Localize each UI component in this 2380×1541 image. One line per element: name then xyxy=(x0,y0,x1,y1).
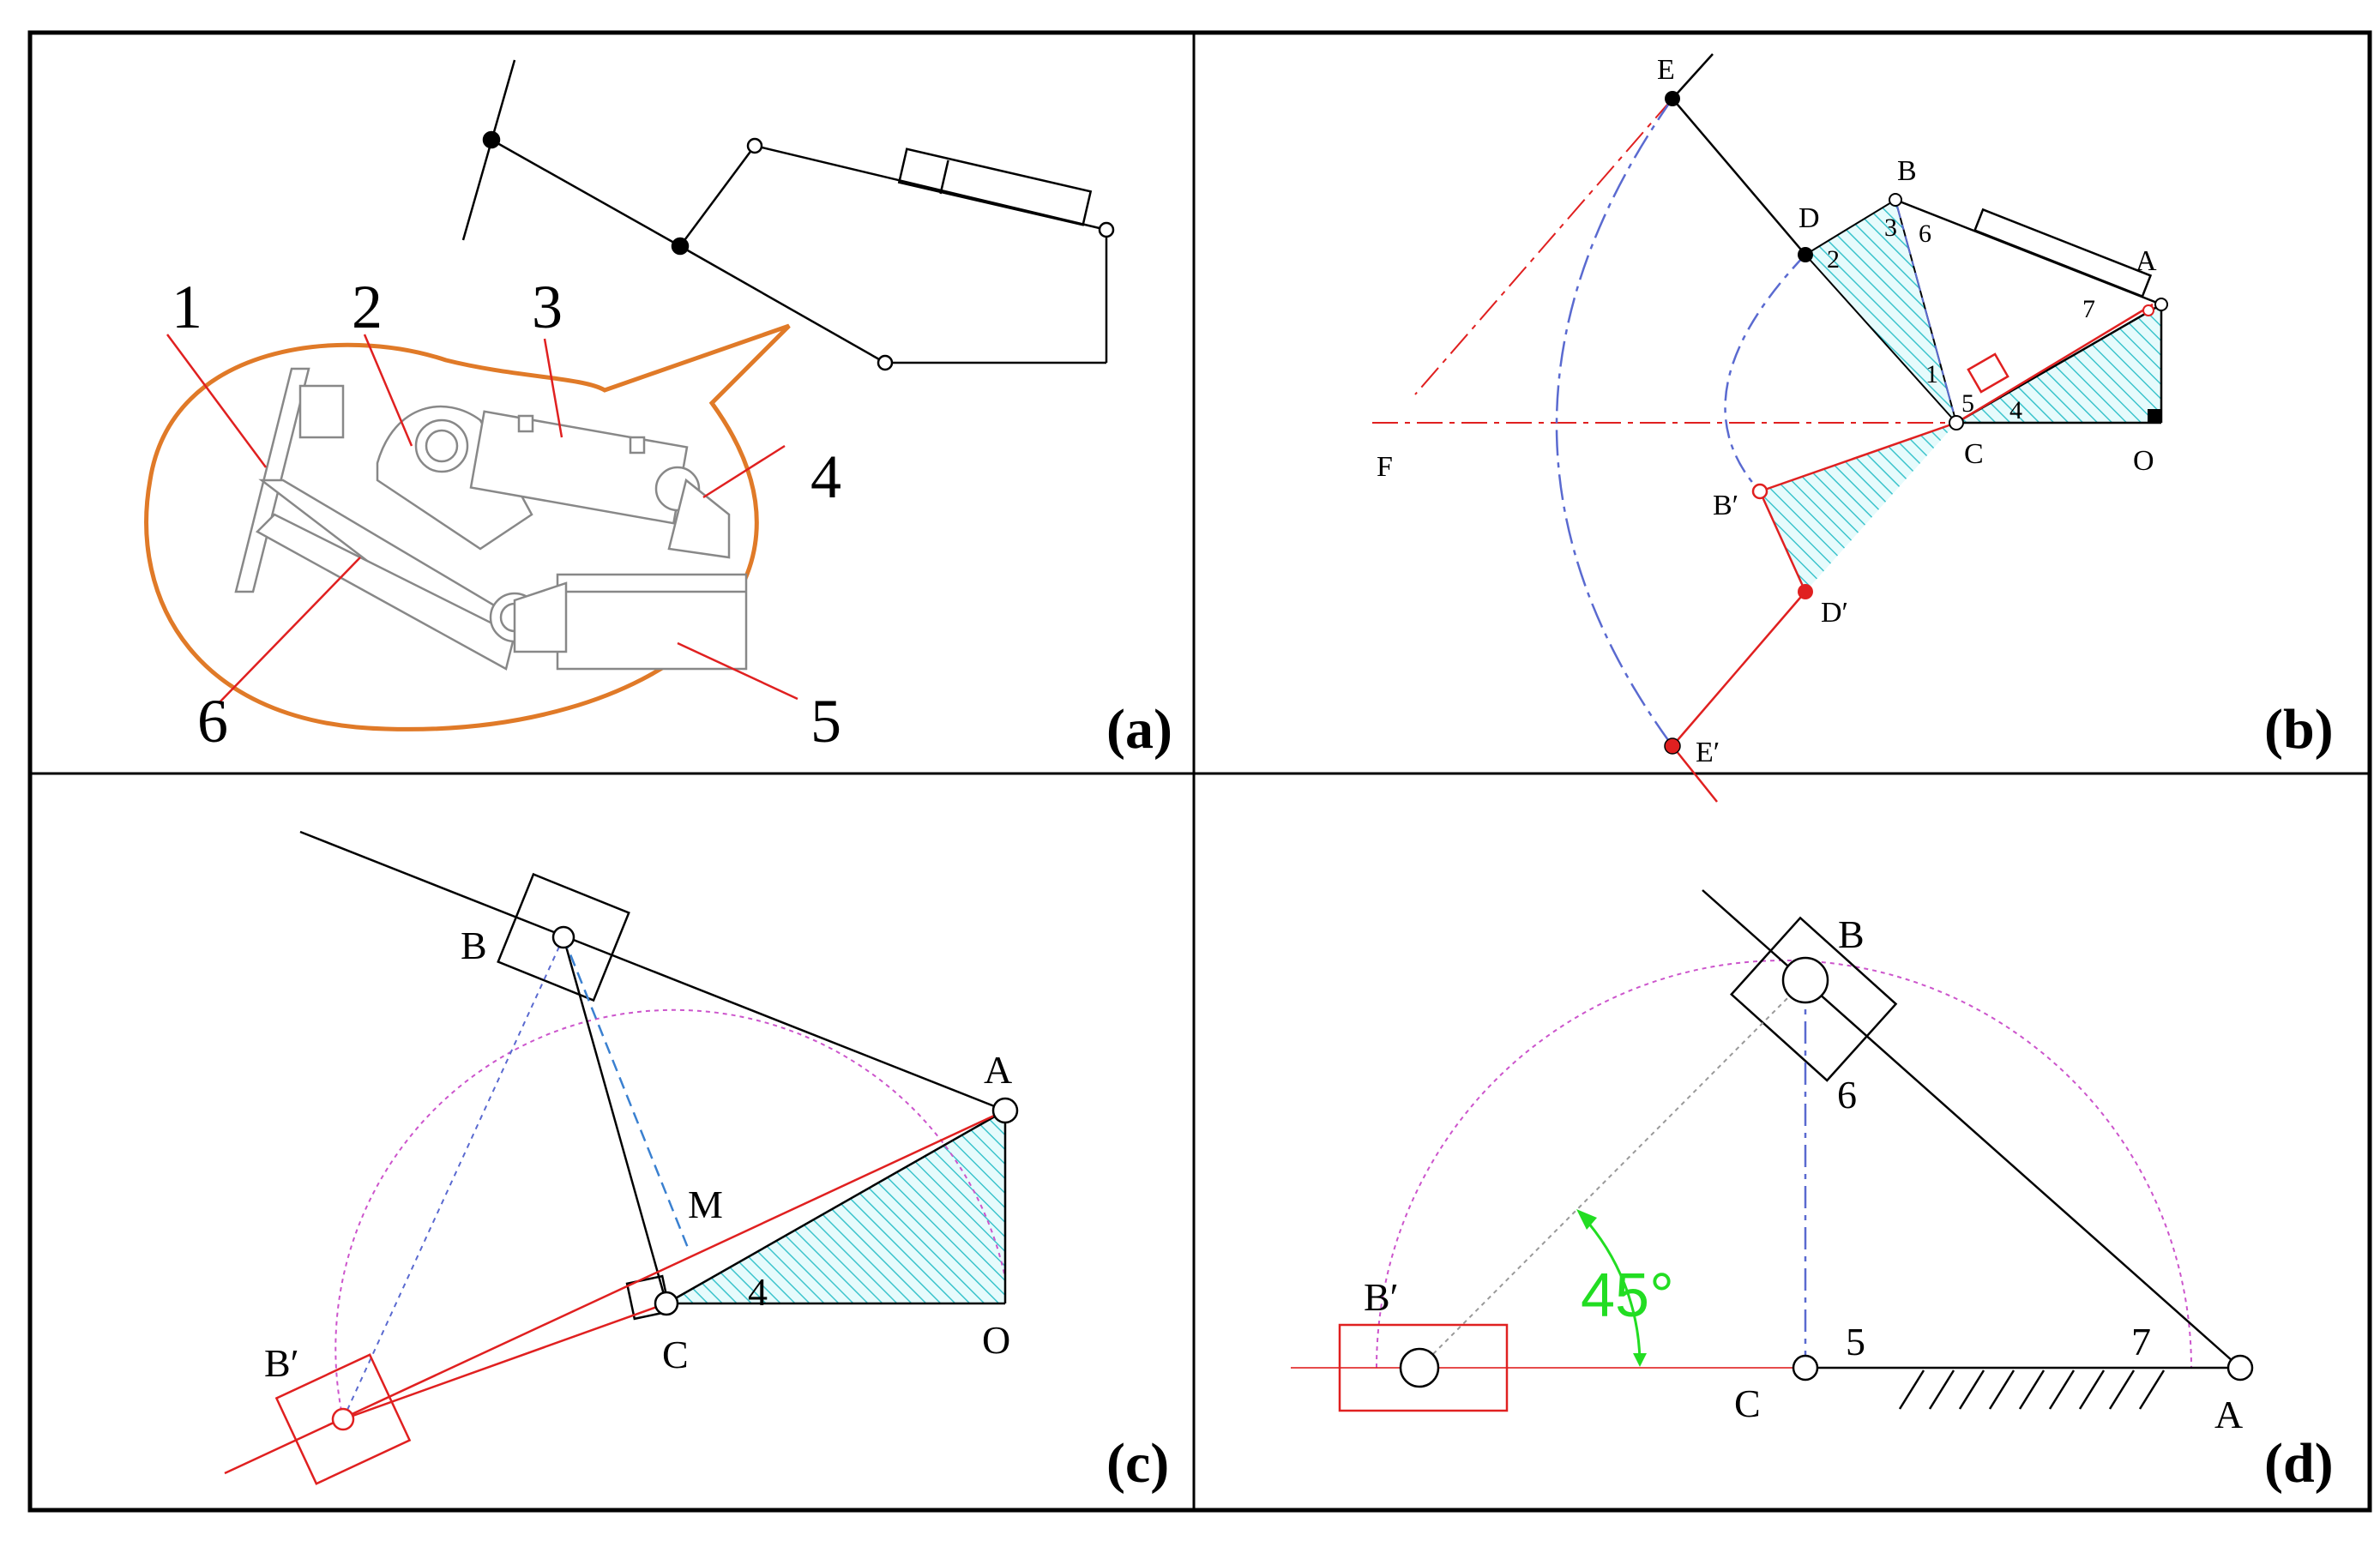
label-bp-d: B′ xyxy=(1364,1275,1399,1319)
joint-a xyxy=(2154,298,2168,311)
link-number-5-d: 5 xyxy=(1846,1320,1865,1363)
joint-a-d xyxy=(2226,1354,2254,1381)
link-number-3: 3 xyxy=(1884,214,1897,242)
label-o-c: O xyxy=(982,1318,1010,1362)
panel-tag-a: (a) xyxy=(1106,698,1172,761)
link-number-1: 1 xyxy=(1925,360,1938,388)
link-number-4-c: 4 xyxy=(748,1270,768,1314)
label-b: B xyxy=(1897,155,1917,187)
line-b-m xyxy=(562,936,690,1249)
link-number-2: 2 xyxy=(1827,245,1840,274)
label-bp: B′ xyxy=(1713,490,1738,521)
joint-e xyxy=(1665,91,1680,106)
line-b-bp xyxy=(342,936,564,1420)
label-c-d: C xyxy=(1734,1381,1761,1425)
links-red-c xyxy=(224,1109,1006,1485)
panel-tag-b: (b) xyxy=(2264,698,2334,761)
label-o: O xyxy=(2133,445,2154,477)
circle-arc-d xyxy=(1376,960,2192,1369)
joint-bp xyxy=(1751,483,1768,500)
panel-c: B A M C O B′ 4 (c) xyxy=(224,830,1169,1495)
ground-hatch xyxy=(1898,1369,2166,1410)
label-m-c: M xyxy=(688,1183,723,1226)
joint-c-c xyxy=(654,1291,679,1316)
joint-c xyxy=(1949,415,1964,430)
part-number-2: 2 xyxy=(352,273,383,341)
arc-d-dp xyxy=(1724,254,1806,492)
label-e: E xyxy=(1657,54,1675,86)
part-number-5: 5 xyxy=(810,687,841,755)
part-number-3: 3 xyxy=(532,273,563,341)
label-b-d: B xyxy=(1838,912,1865,956)
label-a-c: A xyxy=(984,1048,1012,1092)
panel-d: 45° B B′ C A 5 6 7 (d) xyxy=(1291,889,2334,1495)
link-number-7: 7 xyxy=(2082,295,2095,323)
links-black xyxy=(1672,53,2162,424)
link-b-bp xyxy=(1419,979,1806,1369)
link-number-6: 6 xyxy=(1919,220,1931,248)
joint-b xyxy=(1889,193,1902,207)
joint-bp-d xyxy=(1399,1347,1440,1388)
label-c: C xyxy=(1964,438,1984,470)
machine-sketch xyxy=(234,367,748,671)
link-number-7-d: 7 xyxy=(2131,1320,2151,1363)
joint-ep xyxy=(1664,737,1681,755)
linkage-schematic xyxy=(461,59,1115,371)
part-number-6: 6 xyxy=(197,687,228,755)
angle-arrow-bottom xyxy=(1633,1353,1647,1367)
joint-a-c xyxy=(991,1097,1019,1124)
label-f: F xyxy=(1377,451,1393,483)
arc-e-ep xyxy=(1555,98,1674,747)
part-number-1: 1 xyxy=(172,273,202,341)
panel-tag-d: (d) xyxy=(2264,1432,2334,1495)
joint-a-red xyxy=(2142,304,2154,316)
label-c-c: C xyxy=(662,1333,689,1376)
label-a-d: A xyxy=(2214,1393,2243,1436)
label-ep: E′ xyxy=(1696,737,1720,768)
slider-b xyxy=(1730,916,1898,1082)
line-e-f xyxy=(1414,98,1673,395)
label-bp-c: B′ xyxy=(264,1341,299,1385)
label-a: A xyxy=(2136,245,2157,277)
panel-tag-c: (c) xyxy=(1106,1432,1169,1495)
label-b-c: B xyxy=(461,924,487,967)
link-number-6-d: 6 xyxy=(1837,1073,1857,1117)
right-angle-mark-o xyxy=(2148,409,2161,423)
link-number-4: 4 xyxy=(2009,396,2022,424)
links-black-c xyxy=(299,830,1007,1321)
label-dp: D′ xyxy=(1821,597,1848,629)
joint-d xyxy=(1798,247,1813,262)
part-number-4: 4 xyxy=(810,442,841,511)
panel-a: 1 2 3 4 5 6 (a) xyxy=(144,59,1172,761)
joint-c-d xyxy=(1792,1354,1819,1381)
leader-lines xyxy=(166,334,798,704)
joint-b-d xyxy=(1781,956,1829,1004)
label-d: D xyxy=(1799,202,1820,234)
angle-arrow-top xyxy=(1576,1209,1597,1230)
links-red xyxy=(1672,303,2154,803)
joint-b-c xyxy=(551,925,575,949)
joint-dp xyxy=(1798,584,1813,599)
circle-arc-c xyxy=(334,1008,1006,1420)
angle-label-45: 45° xyxy=(1581,1261,1674,1330)
line-b-c xyxy=(1895,199,1957,424)
panel-b: E D B A F C O B′ D′ E′ 1 2 3 4 5 6 7 (b) xyxy=(1372,53,2334,803)
angle-arc-45 xyxy=(1581,1214,1642,1363)
slider-bp xyxy=(1338,1323,1509,1412)
link-number-5: 5 xyxy=(1961,389,1974,418)
triangle-bpdpc xyxy=(1760,423,1956,592)
triangle-dbc xyxy=(1804,198,1957,424)
link-a-b xyxy=(1702,889,2241,1369)
figure-frame xyxy=(27,30,2372,1513)
joint-bp-c xyxy=(331,1407,355,1431)
